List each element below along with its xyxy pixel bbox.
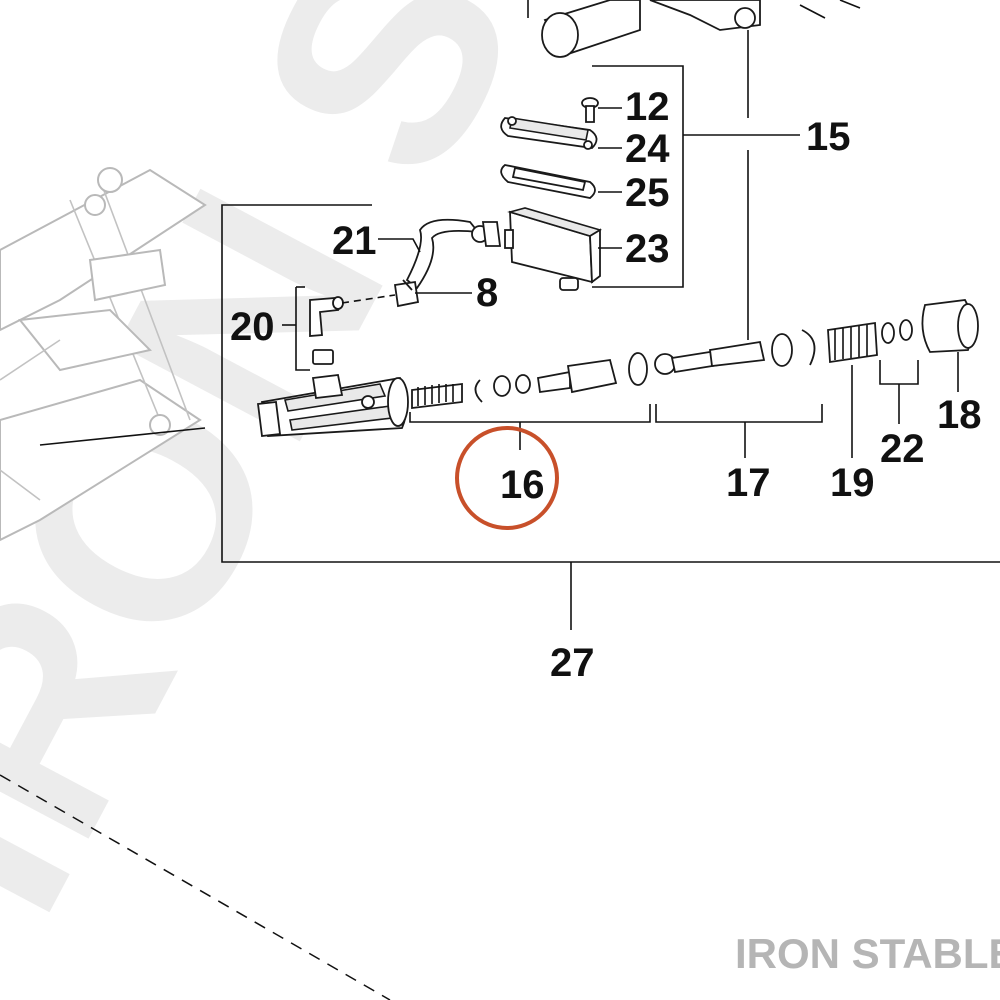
master-cylinder-body — [256, 374, 409, 437]
callout-19: 19 — [830, 461, 875, 505]
callout-23: 23 — [625, 227, 670, 271]
spring-16 — [411, 382, 463, 410]
callout-22: 22 — [880, 427, 925, 471]
callout-15: 15 — [806, 115, 851, 159]
reservoir-23 — [504, 207, 602, 291]
ghost-lever — [527, 0, 861, 58]
pushrod-17 — [654, 329, 823, 458]
assembly-bracket-27 — [39, 204, 1000, 630]
hose-21 — [393, 218, 502, 308]
highlight-circle — [455, 426, 559, 530]
bracket-16 — [409, 404, 651, 450]
washers-22 — [879, 319, 919, 424]
reservoir-cover-24 — [500, 116, 598, 150]
ghost-frame — [0, 167, 207, 542]
callout-8: 8 — [476, 271, 498, 315]
callout-25: 25 — [625, 171, 670, 215]
callout-17: 17 — [726, 461, 771, 505]
screw-12 — [581, 97, 599, 123]
fitting-20 — [282, 286, 396, 371]
brand-label: IRON STABLE — [735, 930, 1000, 977]
piston-16 — [536, 352, 648, 394]
seals-16 — [474, 374, 531, 403]
callout-24: 24 — [625, 127, 670, 171]
reservoir-bracket-15 — [592, 30, 800, 340]
callout-18: 18 — [937, 393, 982, 437]
spring-19 — [827, 321, 878, 458]
callout-16: 16 — [500, 463, 545, 507]
diaphragm-25 — [500, 164, 596, 199]
boot-18 — [921, 299, 979, 392]
leader-lines — [378, 107, 622, 294]
callouts: 12 24 25 23 15 21 8 20 16 17 19 22 18 27 — [230, 85, 982, 685]
callout-21: 21 — [332, 219, 377, 263]
callout-20: 20 — [230, 305, 275, 349]
callout-27: 27 — [550, 641, 595, 685]
callout-12: 12 — [625, 85, 670, 129]
